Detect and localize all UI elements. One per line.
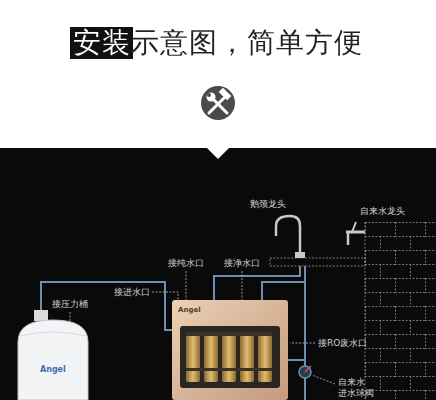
tap-faucet (346, 222, 365, 245)
port-label: 接净水口 (224, 258, 260, 269)
brick-wall (365, 222, 436, 400)
purifier-machine (172, 300, 288, 400)
tool-icon (201, 86, 235, 120)
port-label: 接RO废水口 (318, 338, 367, 349)
ball-valve (299, 366, 311, 378)
valve-label: 自来水 进水球阀 (338, 377, 376, 399)
brand-logo: Angel (178, 305, 201, 316)
panel-notch (206, 147, 230, 159)
port-label: 接压力桶 (52, 299, 88, 310)
port-label: 接进水口 (114, 287, 150, 298)
page-title: 安装示意图，简单方便 (73, 26, 363, 60)
gooseneck-faucet (276, 216, 300, 258)
brand-logo: Angel (40, 364, 66, 375)
pressure-tank (18, 310, 88, 400)
faucet-label: 鹅颈龙头 (250, 199, 286, 210)
dark-panel (0, 148, 436, 400)
port-label: 接纯水口 (168, 258, 204, 269)
counter-top (270, 258, 365, 266)
faucet-label: 自来水龙头 (360, 206, 405, 217)
title-row: 安装示意图，简单方便 (0, 26, 436, 60)
